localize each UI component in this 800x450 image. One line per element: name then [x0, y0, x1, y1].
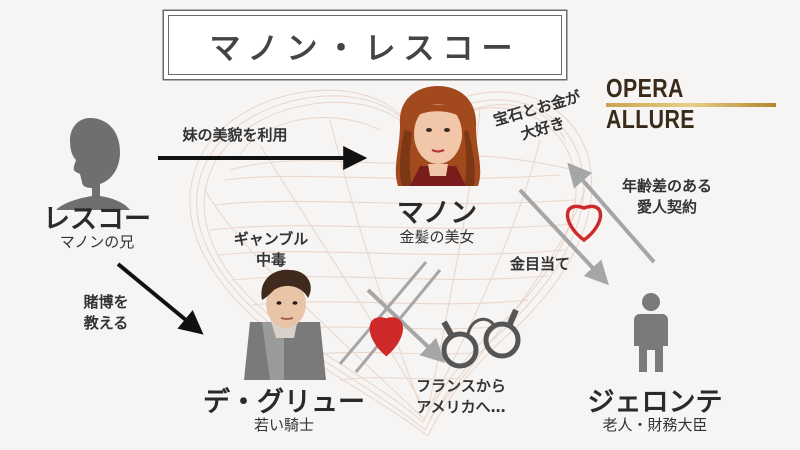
label-line: 賭博を — [83, 293, 129, 311]
handcuffs-icon — [441, 308, 521, 369]
manon-portrait-icon — [395, 86, 481, 186]
label-line: フランスから — [416, 377, 506, 395]
label-geronte-to-manon: 年齢差のある 愛人契約 — [608, 176, 726, 218]
label-fate: フランスから アメリカへ… — [396, 376, 526, 418]
label-line: 中毒 — [255, 251, 286, 269]
line-manon-degrieux-a — [338, 261, 428, 365]
label-line: 愛人契約 — [636, 198, 697, 216]
arrow-geronte-to-manon — [567, 162, 656, 264]
heart-icon — [369, 317, 404, 357]
label-degrieux-trait: ギャンブル 中毒 — [216, 229, 326, 271]
degrieux-portrait-icon — [244, 269, 326, 380]
label-line: 年齢差のある — [621, 177, 712, 195]
page-title: マノン・レスコー — [168, 15, 562, 75]
brand-logo: OPERA ALLURE — [606, 73, 695, 134]
arrow-to-america — [366, 288, 446, 363]
label-line: アメリカへ… — [416, 398, 506, 416]
lescaut-silhouette-icon — [56, 118, 130, 210]
degrieux-role: 若い騎士 — [253, 416, 314, 434]
arrow-lescaut-to-degrieux — [116, 262, 204, 335]
manon-role: 金髪の美女 — [399, 228, 475, 246]
lescaut-role: マノンの兄 — [59, 233, 135, 251]
label-line: ギャンブル — [233, 230, 309, 248]
degrieux-name: デ・グリュー — [203, 387, 365, 418]
lescaut-name: レスコー — [43, 204, 151, 235]
label-lescaut-to-manon: 妹の美貌を利用 — [182, 126, 288, 144]
geronte-figure-icon — [634, 293, 668, 372]
manon-name: マノン — [396, 198, 478, 229]
label-line: 教える — [83, 314, 129, 332]
geronte-role: 老人・財務大臣 — [602, 416, 708, 434]
page-title-text: マノン・レスコー — [209, 30, 521, 67]
brand-underline — [606, 103, 776, 107]
label-lescaut-to-degrieux: 賭博を 教える — [62, 292, 150, 334]
geronte-name: ジェロンテ — [587, 387, 723, 418]
label-manon-to-geronte: 金目当て — [509, 255, 570, 273]
heart-outline-icon — [565, 204, 603, 243]
arrow-manon-to-geronte — [518, 188, 609, 286]
